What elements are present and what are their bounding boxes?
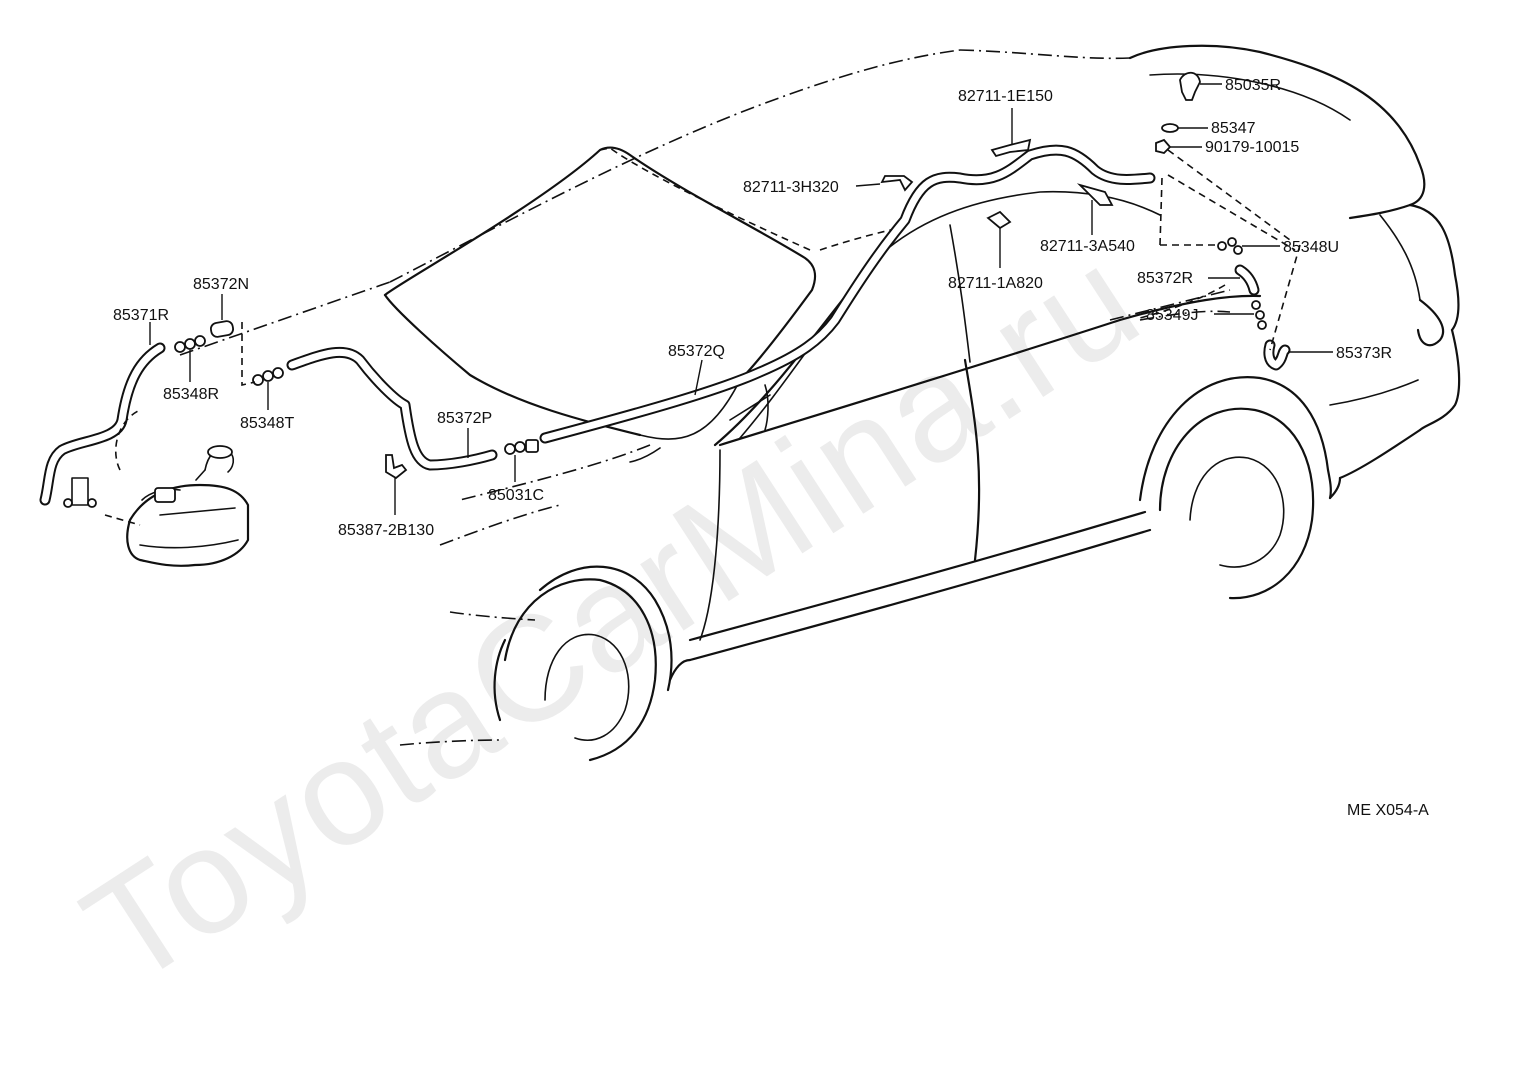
joint-85348U-a — [1217, 241, 1227, 251]
joint-85348T-c — [272, 367, 284, 379]
joint-85349J-a — [1251, 300, 1261, 310]
clamp-85387-2B130 — [385, 454, 408, 480]
label-85372Q: 85372Q — [668, 343, 725, 360]
label-85373R: 85373R — [1336, 345, 1392, 362]
joint-85348R-a — [174, 341, 186, 353]
joint-85031C-b — [514, 441, 526, 453]
label-82711-3H320: 82711-3H320 — [743, 179, 839, 196]
label-85348U: 85348U — [1283, 239, 1339, 256]
small-parts — [174, 71, 1267, 480]
joint-85348R-b — [184, 338, 196, 350]
joint-85031C-a — [504, 443, 516, 455]
label-85031C: 85031C — [488, 487, 544, 504]
part-85372N — [210, 320, 234, 338]
joint-85348R-c — [194, 335, 206, 347]
label-85372R: 85372R — [1137, 270, 1193, 287]
callouts: 85035R 82711-1E150 85347 90179-10015 827… — [113, 77, 1392, 539]
nozzle-85035R — [1179, 71, 1201, 101]
label-82711-1A820: 82711-1A820 — [948, 275, 1043, 292]
joint-85031C-c — [525, 439, 539, 453]
tank-cap — [207, 445, 233, 459]
label-85348R: 85348R — [163, 386, 219, 403]
joint-85349J-c — [1257, 320, 1267, 330]
clamp-82711-3H320 — [880, 175, 914, 192]
clamp-82711-3A540 — [1076, 183, 1114, 206]
label-82711-3A540: 82711-3A540 — [1040, 238, 1135, 255]
label-85372N: 85372N — [193, 276, 249, 293]
gasket-85347 — [1161, 123, 1179, 133]
label-85035R: 85035R — [1225, 77, 1281, 94]
diagram-code: ME X054-A — [1347, 802, 1429, 819]
group-brackets — [104, 149, 1301, 526]
joint-85348U-b — [1227, 237, 1237, 247]
joint-85349J-b — [1255, 310, 1265, 320]
nut-90179-10015 — [1155, 138, 1172, 154]
label-85347: 85347 — [1211, 120, 1256, 137]
clamp-82711-1E150 — [990, 138, 1032, 158]
car-body-outline — [179, 44, 1461, 762]
label-85372P: 85372P — [437, 410, 492, 427]
label-85349J: 85349J — [1146, 307, 1199, 324]
washer-tank — [63, 445, 250, 567]
label-85371R: 85371R — [113, 307, 169, 324]
clamp-82711-1A820 — [986, 210, 1012, 230]
label-90179-10015: 90179-10015 — [1205, 139, 1299, 156]
joint-85348T-b — [262, 370, 274, 382]
label-85348T: 85348T — [240, 415, 294, 432]
joint-85348U-c — [1233, 245, 1243, 255]
hose-85371R — [39, 342, 166, 506]
label-85387-2B130: 85387-2B130 — [338, 522, 434, 539]
washer-hose-system — [39, 144, 1291, 506]
joint-85348T-a — [252, 374, 264, 386]
label-82711-1E150: 82711-1E150 — [958, 88, 1053, 105]
